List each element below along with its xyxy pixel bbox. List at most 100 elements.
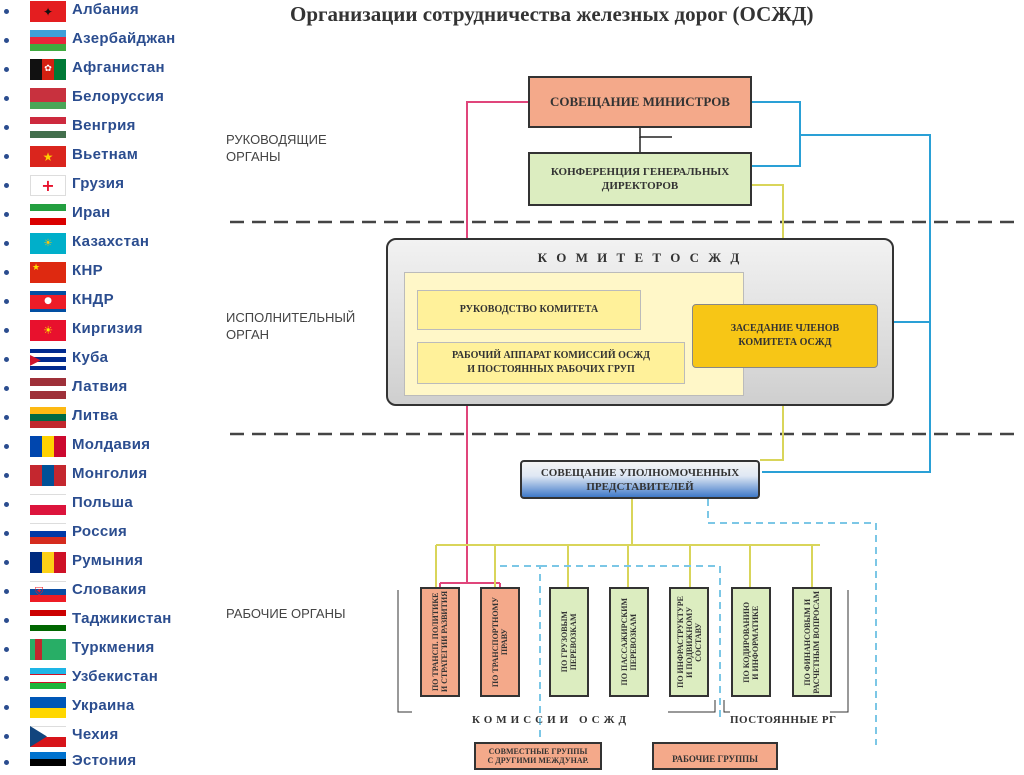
bullet-icon: [4, 415, 9, 420]
country-name: Польша: [72, 494, 133, 511]
committee-box: К О М И Т Е Т О С Ж Д РУКОВОДСТВО КОМИТЕ…: [386, 238, 894, 406]
list-item: Белоруссия: [0, 87, 220, 111]
governing-level-label: РУКОВОДЯЩИЕ ОРГАНЫ: [226, 132, 327, 164]
permanent-groups-caption: ПОСТОЯННЫЕ РГ: [730, 714, 837, 726]
flag-north-korea-icon: ●: [30, 291, 66, 312]
permanent-group-label: ПО ФИНАНСОВЫМ И РАСЧЕТНЫМ ВОПРОСАМ: [803, 590, 821, 694]
bullet-icon: [4, 328, 9, 333]
list-item: Чехия: [0, 725, 220, 749]
flag-afghanistan-icon: ✿: [30, 59, 66, 80]
list-item: ● КНДР: [0, 290, 220, 314]
commission-label: ПО ГРУЗОВЫМ ПЕРЕВОЗКАМ: [560, 611, 578, 673]
flag-poland-icon: [30, 494, 66, 515]
list-item: ★ КНР: [0, 261, 220, 285]
bullet-icon: [4, 67, 9, 72]
list-item: Монголия: [0, 464, 220, 488]
permanent-group-box: ПО КОДИРОВАНИЮ И ИНФОРМАТИКЕ: [731, 587, 771, 697]
ministers-meeting-box: СОВЕЩАНИЕ МИНИСТРОВ: [528, 76, 752, 128]
red-connector: [466, 101, 528, 583]
flag-moldova-icon: [30, 436, 66, 457]
list-item: Украина: [0, 696, 220, 720]
bullet-icon: [4, 154, 9, 159]
list-item: ⛨ Словакия: [0, 580, 220, 604]
country-name: Азербайджан: [72, 30, 176, 47]
flag-slovakia-icon: ⛨: [30, 581, 66, 602]
work-groups-box: РАБОЧИЕ ГРУППЫ: [652, 742, 778, 770]
commission-label: ПО ТРАНСП. ПОЛИТИКЕ И СТРАТЕГИИ РАЗВИТИЯ: [431, 591, 449, 693]
bullet-icon: [4, 618, 9, 623]
bullet-icon: [4, 760, 9, 765]
bullet-icon: [4, 386, 9, 391]
black-connector: [639, 128, 672, 138]
list-item: Литва: [0, 406, 220, 430]
commission-box: ПО ИНФРАСТРУКТУРЕ И ПОДВИЖНОМУ СОСТАВУ: [669, 587, 709, 697]
executive-level-label: ИСПОЛНИТЕЛЬНЫЙ ОРГАН: [226, 310, 356, 342]
flag-latvia-icon: [30, 378, 66, 399]
bullet-icon: [4, 357, 9, 362]
country-name: Монголия: [72, 465, 148, 482]
committee-apparatus-box: РАБОЧИЙ АППАРАТ КОМИССИЙ ОСЖД И ПОСТОЯНН…: [417, 342, 685, 384]
list-item: Польша: [0, 493, 220, 517]
country-name: Молдавия: [72, 436, 151, 453]
working-level-label: РАБОЧИЕ ОРГАНЫ: [226, 606, 346, 621]
list-item: Венгрия: [0, 116, 220, 140]
chart-title: Организации сотрудничества железных доро…: [290, 2, 814, 26]
country-name: КНР: [72, 262, 103, 279]
flag-kazakhstan-icon: ☀: [30, 233, 66, 254]
bullet-icon: [4, 531, 9, 536]
country-name: Белоруссия: [72, 88, 165, 105]
country-name: Киргизия: [72, 320, 143, 337]
bullet-icon: [4, 560, 9, 565]
flag-uzbekistan-icon: [30, 668, 66, 689]
flag-lithuania-icon: [30, 407, 66, 428]
bullet-icon: [4, 241, 9, 246]
country-name: Литва: [72, 407, 118, 424]
country-name: Венгрия: [72, 117, 136, 134]
commission-box: ПО ГРУЗОВЫМ ПЕРЕВОЗКАМ: [549, 587, 589, 697]
country-name: Туркмения: [72, 639, 155, 656]
flag-kyrgyzstan-icon: ☀: [30, 320, 66, 341]
country-name: Румыния: [72, 552, 144, 569]
flag-cuba-icon: ▶: [30, 349, 66, 370]
authorized-reps-box: СОВЕЩАНИЕ УПОЛНОМОЧЕННЫХ ПРЕДСТАВИТЕЛЕЙ: [520, 460, 760, 499]
list-item: ☀ Киргизия: [0, 319, 220, 343]
flag-georgia-icon: +: [30, 175, 66, 196]
members-meeting-box: ЗАСЕДАНИЕ ЧЛЕНОВ КОМИТЕТА ОСЖД: [692, 304, 878, 368]
country-name: Эстония: [72, 752, 137, 769]
country-list: ✦ Албания Азербайджан ✿ Афганистан Белор…: [0, 0, 220, 773]
bullet-icon: [4, 647, 9, 652]
bullet-icon: [4, 705, 9, 710]
country-name: Куба: [72, 349, 109, 366]
bullet-icon: [4, 676, 9, 681]
commissions-caption: КОМИССИИ ОСЖД: [472, 714, 631, 726]
flag-mongolia-icon: [30, 465, 66, 486]
flag-hungary-icon: [30, 117, 66, 138]
list-item: Азербайджан: [0, 29, 220, 53]
bullet-icon: [4, 734, 9, 739]
committee-leadership-box: РУКОВОДСТВО КОМИТЕТА: [417, 290, 641, 330]
bullet-icon: [4, 38, 9, 43]
flag-belarus-icon: [30, 88, 66, 109]
list-item: Румыния: [0, 551, 220, 575]
bullet-icon: [4, 299, 9, 304]
list-item: ☀ Казахстан: [0, 232, 220, 256]
country-name: Грузия: [72, 175, 125, 192]
list-item: + Грузия: [0, 174, 220, 198]
committee-title: К О М И Т Е Т О С Ж Д: [537, 250, 743, 265]
list-item: Таджикистан: [0, 609, 220, 633]
commission-label: ПО ТРАНСПОРТНОМУ ПРАВУ: [491, 596, 509, 688]
flag-russia-icon: [30, 523, 66, 544]
joint-groups-box: СОВМЕСТНЫЕ ГРУППЫ С ДРУГИМИ МЕЖДУНАР.: [474, 742, 602, 770]
country-name: Латвия: [72, 378, 128, 395]
country-name: Иран: [72, 204, 111, 221]
list-item: Туркмения: [0, 638, 220, 662]
list-item: ✦ Албания: [0, 0, 220, 24]
country-name: Вьетнам: [72, 146, 139, 163]
bullet-icon: [4, 270, 9, 275]
flag-azerbaijan-icon: [30, 30, 66, 51]
list-item: Латвия: [0, 377, 220, 401]
flag-china-icon: ★: [30, 262, 66, 283]
list-item: Узбекистан: [0, 667, 220, 691]
flag-albania-icon: ✦: [30, 1, 66, 22]
